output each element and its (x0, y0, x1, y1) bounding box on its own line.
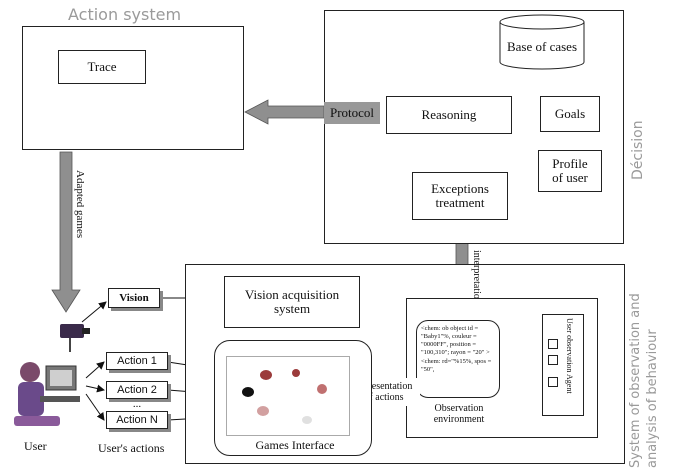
agent-sensor-1 (548, 339, 558, 349)
camera-icon (60, 324, 90, 352)
game-ball-4 (317, 384, 327, 394)
interpretation-label: interpretation (471, 250, 482, 304)
user-figure-icon (14, 362, 80, 426)
vision-acquisition-box: Vision acquisition system (224, 276, 360, 328)
user-label: User (24, 439, 47, 453)
obs-env-line2: environment (433, 414, 485, 425)
action1-box: Action 1 (106, 352, 168, 370)
user-observation-agent-box (542, 314, 584, 416)
action-system-box (22, 26, 244, 150)
game-ball-5 (257, 406, 269, 416)
action-system-title: Action system (68, 5, 182, 24)
exceptions-line1: Exceptions (431, 180, 489, 196)
observation-data-box: <chem: ob object id = "Baby1"%, couleur … (416, 320, 500, 398)
profile-box: Profile of user (538, 150, 602, 192)
agent-sensor-3 (548, 377, 558, 387)
vision-acq-line1: Vision acquisition (244, 286, 340, 302)
user-observation-agent-label: User observation Agent (565, 318, 574, 394)
obs-env-line1: Observation (434, 403, 484, 414)
user-action2-arrow (85, 384, 105, 393)
actionN-box: Action N (106, 411, 168, 429)
profile-line2: of user (552, 170, 588, 185)
observation-environment-label: Observation environment (414, 400, 504, 428)
vision-acq-line2: system (273, 301, 311, 316)
game-ball-6 (302, 416, 312, 424)
camera-to-vision-arrow (81, 301, 107, 323)
protocol-label: Protocol (324, 102, 380, 124)
vision-box: Vision (108, 288, 160, 308)
adapted-games-label: Adapted games (74, 170, 86, 239)
observation-system-side-label: System of observation and analysis of be… (628, 262, 674, 468)
actions-ellipsis: ... (132, 397, 142, 410)
base-of-cases-label: Base of cases (506, 38, 578, 54)
representation-line1: representation (355, 381, 413, 392)
game-ball-1 (260, 370, 272, 380)
side-label-line2: analysis of behaviour (644, 329, 660, 468)
exceptions-line2: treatment (435, 195, 485, 210)
reasoning-box: Reasoning (386, 96, 512, 134)
users-actions-label: User's actions (98, 441, 165, 455)
exceptions-box: Exceptions treatment (412, 172, 508, 220)
side-label-line1: System of observation and (628, 293, 643, 468)
trace-box: Trace (58, 50, 146, 84)
game-ball-3 (242, 387, 254, 397)
games-interface-label: Games Interface (255, 438, 335, 453)
representation-line2: of actions (364, 392, 404, 403)
agent-sensor-2 (548, 355, 558, 365)
goals-box: Goals (540, 96, 600, 132)
profile-line1: Profile (552, 155, 588, 171)
user-action1-arrow (85, 361, 105, 379)
game-ball-2 (292, 369, 300, 377)
user-actionN-arrow (85, 393, 105, 421)
adapted-games-arrow (51, 151, 81, 313)
action2-box: Action 2 (106, 381, 168, 399)
